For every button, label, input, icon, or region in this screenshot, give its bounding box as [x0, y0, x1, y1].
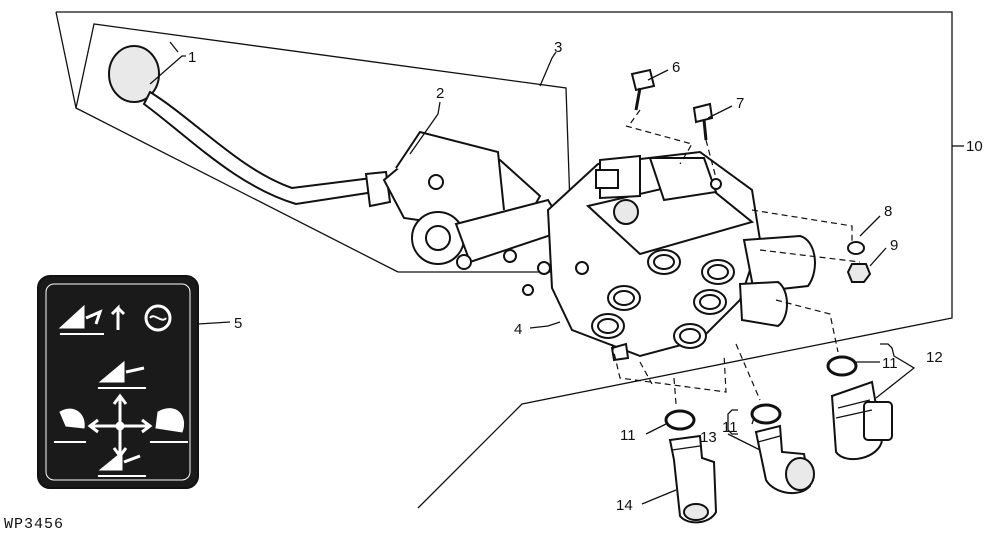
o-ring-11-left [750, 403, 782, 425]
callout-14: 14 [616, 497, 633, 514]
valve-body [522, 150, 816, 362]
callout-1: 1 [188, 49, 196, 66]
control-lever [108, 45, 392, 208]
assembly-outline [55, 11, 953, 509]
fitting-13 [754, 424, 815, 495]
alignment-lines [611, 109, 861, 405]
callout-5: 5 [234, 315, 242, 332]
callout-3: 3 [554, 39, 562, 56]
decal-symbols-icon [54, 304, 188, 477]
callout-4: 4 [514, 321, 522, 338]
callout-8: 8 [884, 203, 892, 220]
callout-6: 6 [672, 59, 680, 76]
cap-screw-7 [692, 102, 714, 141]
o-ring-11-center [664, 409, 696, 431]
lever-knob-icon [108, 45, 160, 103]
callout-11-center: 11 [722, 419, 738, 436]
washer-8 [847, 241, 865, 255]
figure-code: WP3456 [4, 516, 64, 533]
lever-linkage [382, 130, 568, 270]
callout-7: 7 [736, 95, 744, 112]
fitting-14 [668, 434, 718, 524]
fitting-12 [830, 380, 893, 461]
leader-lines [149, 41, 964, 505]
o-ring-11-right [826, 355, 858, 377]
callout-10: 10 [966, 138, 983, 155]
cap-screw-6 [630, 68, 656, 111]
control-decal [37, 275, 199, 489]
callout-12: 12 [926, 349, 943, 366]
callout-9: 9 [890, 237, 898, 254]
nut-9 [846, 263, 872, 283]
callout-2: 2 [436, 85, 444, 102]
callout-11-left: 11 [620, 427, 636, 444]
callout-11-right: 11 [882, 355, 898, 372]
callout-labels: 1 2 3 4 5 6 7 8 9 10 11 11 11 12 13 14 [188, 39, 983, 514]
callout-13: 13 [700, 429, 717, 446]
